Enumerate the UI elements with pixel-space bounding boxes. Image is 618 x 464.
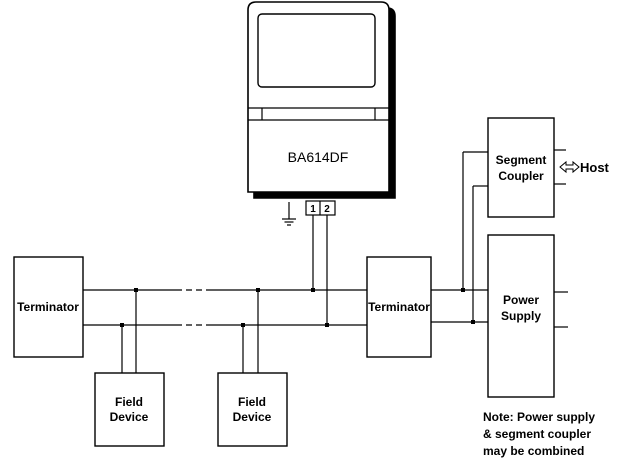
field-device-2-line1: Field: [238, 395, 266, 409]
junction-dots: [120, 288, 475, 327]
double-arrow-icon: [559, 160, 580, 174]
note-line2: & segment coupler: [483, 427, 591, 441]
terminal-2-label: 2: [324, 204, 330, 215]
power-supply-line2: Supply: [501, 309, 541, 323]
display-window: [257, 13, 376, 88]
host-label: Host: [580, 160, 610, 175]
left-terminator: Terminator: [13, 256, 84, 358]
combination-note: Note: Power supply & segment coupler may…: [483, 410, 595, 458]
power-supply-line1: Power: [503, 293, 539, 307]
right-terminator-label: Terminator: [368, 300, 430, 314]
segment-coupler: Segment Coupler: [487, 117, 555, 218]
field-device-2-line2: Device: [233, 410, 272, 424]
power-supply: Power Supply: [487, 234, 555, 398]
left-terminator-label: Terminator: [17, 300, 79, 314]
field-device-1-line2: Device: [110, 410, 149, 424]
terminal-1-label: 1: [310, 204, 316, 215]
field-device-2: Field Device: [217, 372, 288, 447]
segment-coupler-line1: Segment: [496, 153, 547, 167]
field-device-1-line1: Field: [115, 395, 143, 409]
right-terminator: Terminator: [366, 256, 432, 358]
fieldbus-trunk-wiring: [83, 149, 568, 373]
earth-ground-icon: [282, 202, 296, 226]
note-line1: Note: Power supply: [483, 410, 595, 424]
note-line3: may be combined: [483, 444, 584, 458]
segment-coupler-line2: Coupler: [498, 169, 544, 183]
ba614df-indicator: BA614DF 1 2: [247, 1, 390, 226]
indicator-model-label: BA614DF: [288, 149, 349, 165]
field-device-1: Field Device: [94, 372, 165, 447]
